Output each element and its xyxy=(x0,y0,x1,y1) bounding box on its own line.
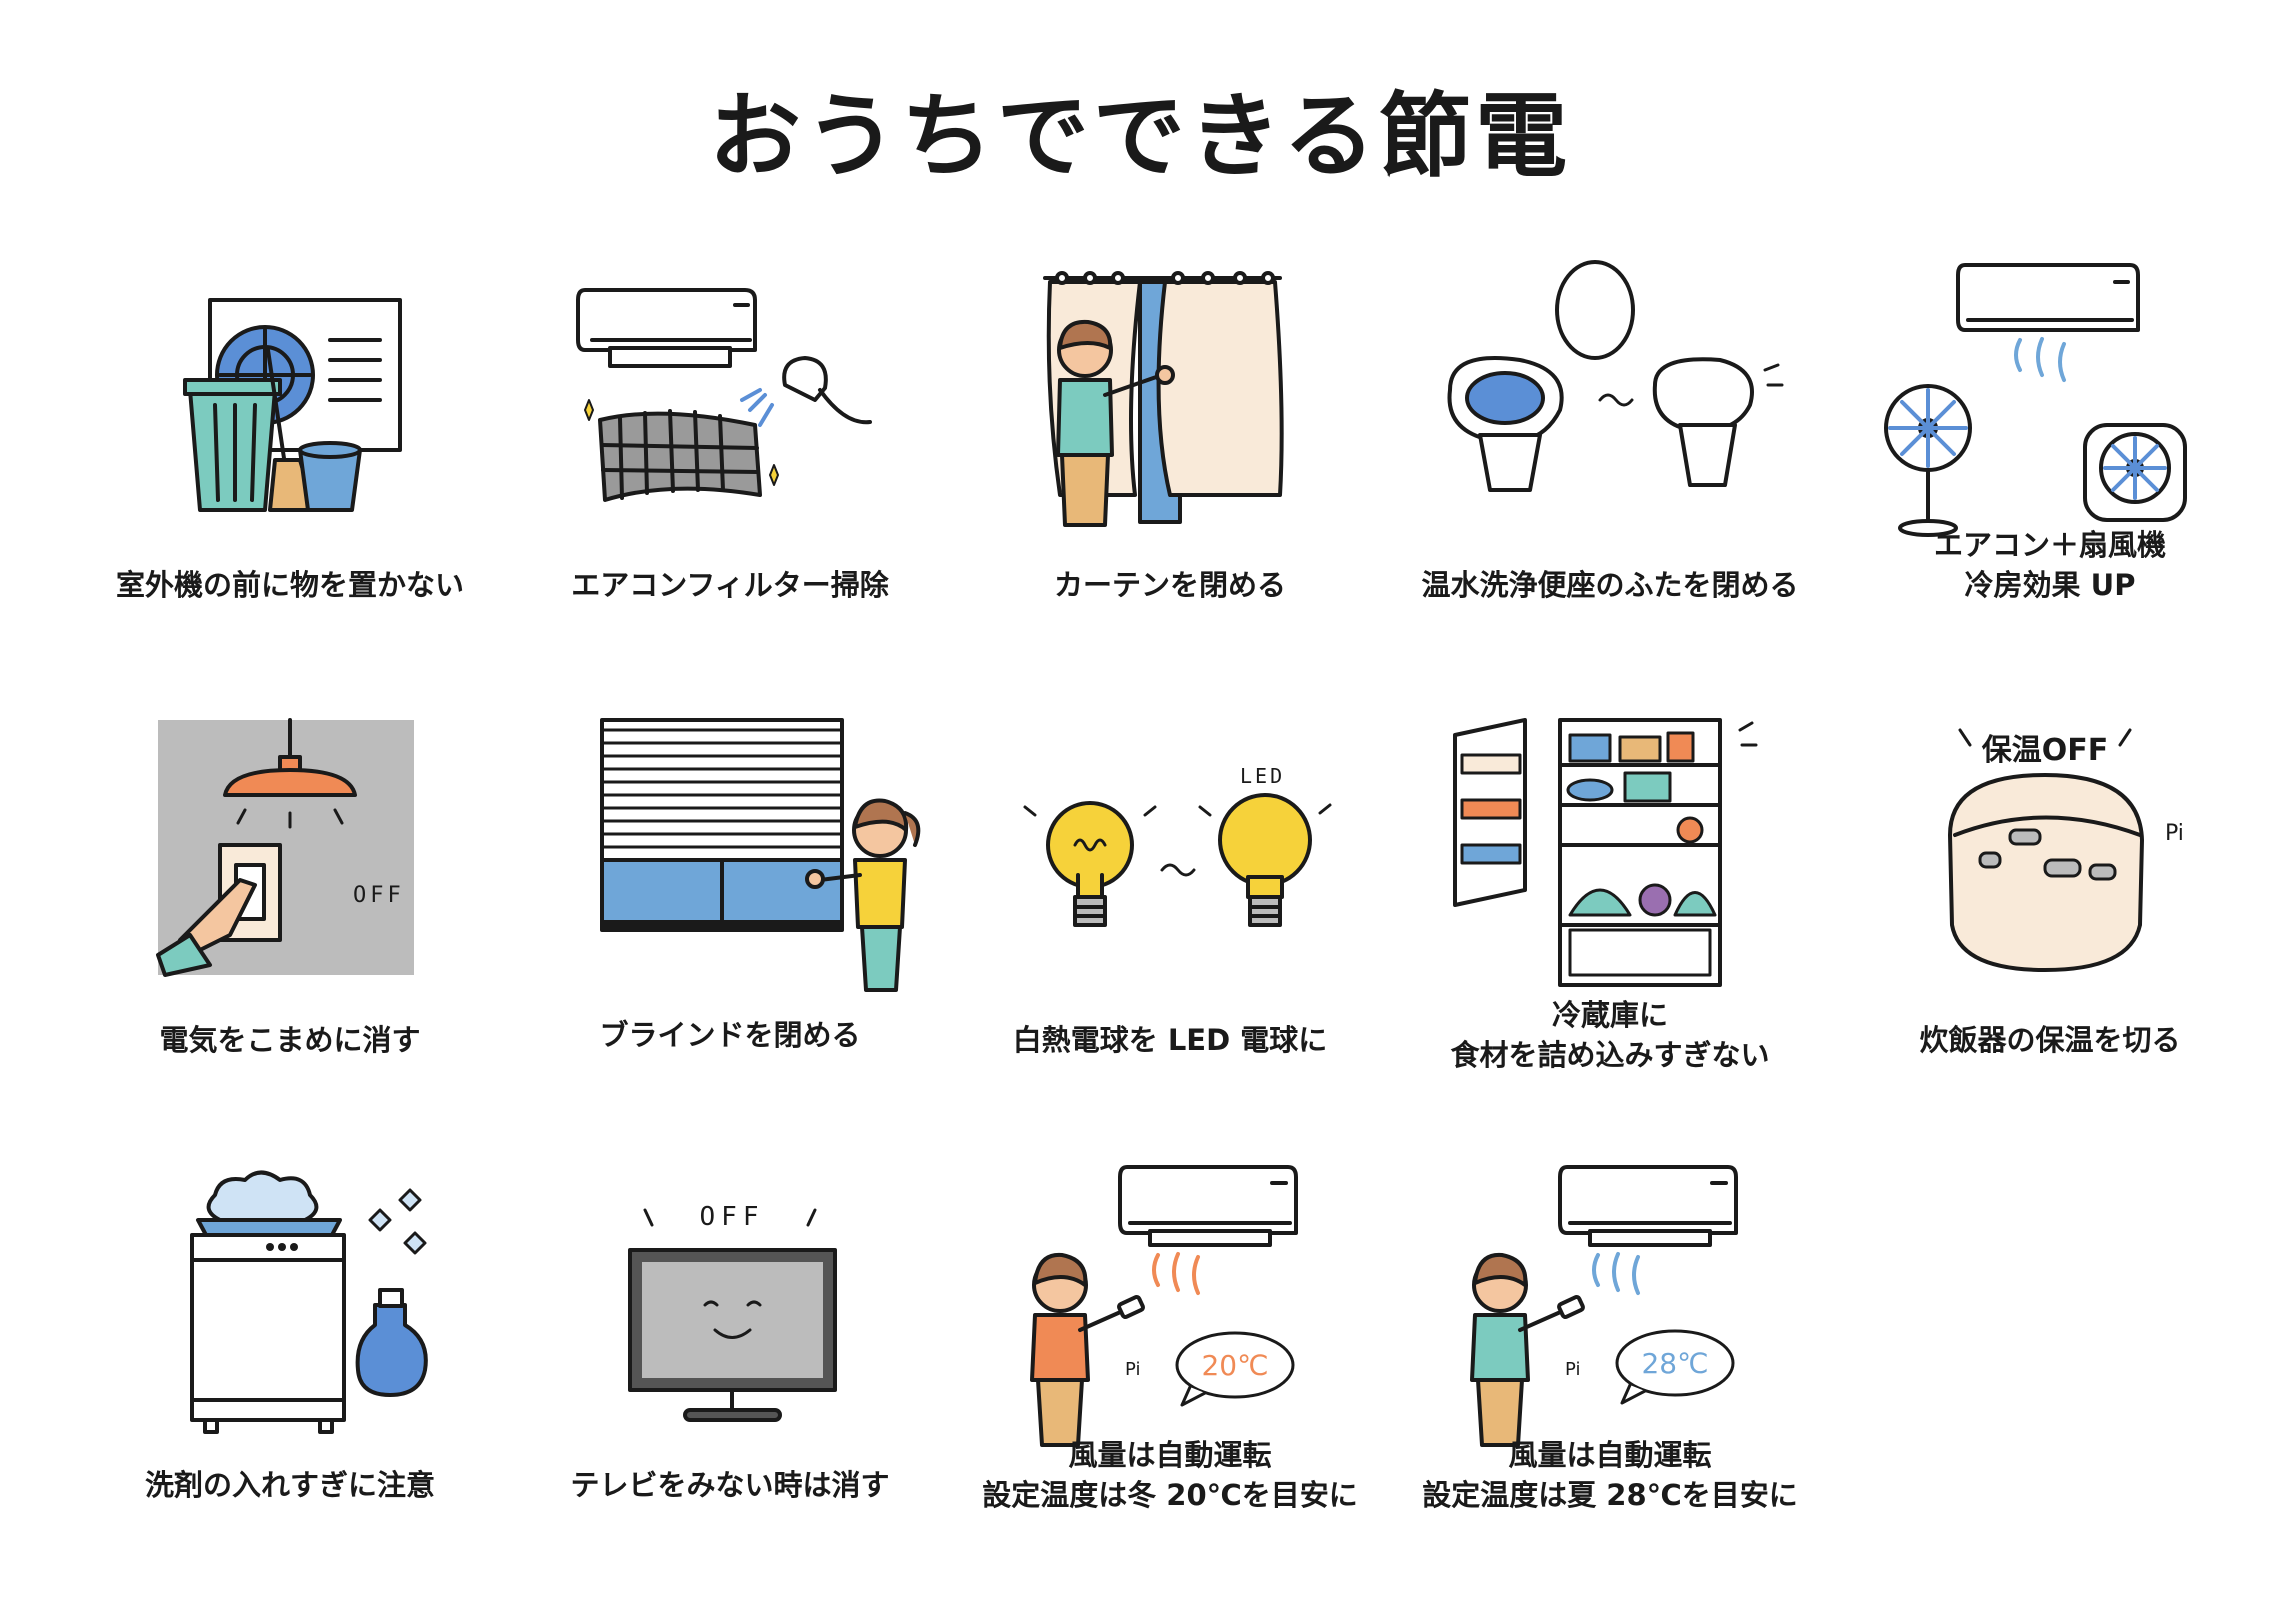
tip-caption: 洗剤の入れすぎに注意 xyxy=(50,1465,530,1505)
tip-caption: エアコン＋扇風機 冷房効果 UP xyxy=(1810,525,2280,605)
off-label: OFF xyxy=(700,1202,765,1232)
caption-line: テレビをみない時は消す xyxy=(570,1468,890,1502)
ac-fan-illustration xyxy=(1884,263,2187,537)
caption-line: 冷蔵庫に xyxy=(1551,998,1668,1032)
summer-ac-illustration: Pi 28℃ xyxy=(1470,1165,1738,1447)
tip-caption: エアコンフィルター掃除 xyxy=(490,565,970,605)
tip-toilet-lid: 温水洗浄便座のふたを閉める xyxy=(1390,210,1830,650)
caption-line: 炊飯器の保温を切る xyxy=(1919,1023,2181,1057)
caption-line: カーテンを閉める xyxy=(1053,568,1286,602)
tip-rice-cooker: 保温OFF Pi 炊飯器の保温を切る xyxy=(1830,665,2270,1105)
tip-caption: カーテンを閉める xyxy=(930,565,1410,605)
tip-outdoor-unit: 室外機の前に物を置かない xyxy=(70,210,510,650)
caption-line: 冷房効果 UP xyxy=(1964,568,2136,602)
tip-ac-fan: エアコン＋扇風機 冷房効果 UP xyxy=(1830,210,2270,650)
tip-caption: 白熱電球を LED 電球に xyxy=(930,1020,1410,1060)
fridge-illustration xyxy=(1453,718,1758,987)
tip-caption: 温水洗浄便座のふたを閉める xyxy=(1370,565,1850,605)
caption-line: 風量は自動運転 xyxy=(1508,1438,1712,1472)
tip-caption: ブラインドを閉める xyxy=(490,1015,970,1055)
ac-filter-illustration xyxy=(576,288,872,502)
tip-caption: 風量は自動運転 設定温度は冬 20℃を目安に xyxy=(930,1435,1410,1515)
caption-line: 設定温度は夏 28℃を目安に xyxy=(1422,1478,1798,1512)
winter-ac-illustration: Pi 20℃ xyxy=(1030,1165,1298,1447)
tip-caption: テレビをみない時は消す xyxy=(490,1465,970,1505)
caption-line: ブラインドを閉める xyxy=(599,1018,861,1052)
toilet-illustration xyxy=(1447,260,1784,492)
tip-caption: 炊飯器の保温を切る xyxy=(1810,1020,2280,1060)
caption-line: 設定温度は冬 20℃を目安に xyxy=(982,1478,1358,1512)
tip-caption: 室外機の前に物を置かない xyxy=(50,565,530,605)
outdoor-unit-illustration xyxy=(183,298,402,512)
beep-label: Pi xyxy=(1565,1359,1580,1380)
tip-summer-temp: Pi 28℃ 風量は自動運転 設定温度は夏 28℃を目安に xyxy=(1390,1125,1830,1565)
led-bulb-illustration: LED xyxy=(1023,764,1332,927)
beep-label: Pi xyxy=(1125,1359,1140,1380)
blinds-illustration xyxy=(600,718,921,992)
off-label: OFF xyxy=(353,883,405,908)
keep-warm-off-label: 保温OFF xyxy=(1982,733,2109,768)
tip-winter-temp: Pi 20℃ 風量は自動運転 設定温度は冬 20℃を目安に xyxy=(950,1125,1390,1565)
tip-fridge: 冷蔵庫に 食材を詰め込みすぎない xyxy=(1390,665,1830,1105)
tip-led: LED 白熱電球を LED 電球に xyxy=(950,665,1390,1105)
tip-tv-off: OFF テレビをみない時は消す xyxy=(510,1125,950,1565)
beep-label: Pi xyxy=(2165,821,2184,846)
rice-cooker-illustration: 保温OFF Pi xyxy=(1948,728,2184,972)
tip-lights-off: OFF 電気をこまめに消す xyxy=(70,665,510,1105)
page-title: おうちでできる節電 xyxy=(708,83,1572,190)
caption-line: エアコン＋扇風機 xyxy=(1933,528,2166,562)
tip-caption: 電気をこまめに消す xyxy=(50,1020,530,1060)
caption-line: エアコンフィルター掃除 xyxy=(571,568,889,602)
caption-line: 電気をこまめに消す xyxy=(159,1023,421,1057)
caption-line: 室外機の前に物を置かない xyxy=(115,568,464,602)
caption-line: 食材を詰め込みすぎない xyxy=(1450,1038,1770,1072)
tip-detergent: 洗剤の入れすぎに注意 xyxy=(70,1125,510,1565)
led-label: LED xyxy=(1240,764,1285,788)
caption-line: 温水洗浄便座のふたを閉める xyxy=(1421,568,1799,602)
temperature-label: 28℃ xyxy=(1641,1347,1708,1380)
tip-ac-filter: エアコンフィルター掃除 xyxy=(510,210,950,650)
curtain-illustration xyxy=(1043,271,1284,527)
tv-illustration: OFF xyxy=(628,1202,837,1422)
washing-machine-illustration xyxy=(190,1170,428,1434)
tip-caption: 風量は自動運転 設定温度は夏 28℃を目安に xyxy=(1370,1435,1850,1515)
temperature-label: 20℃ xyxy=(1201,1349,1268,1382)
caption-line: 洗剤の入れすぎに注意 xyxy=(144,1468,435,1502)
tip-caption: 冷蔵庫に 食材を詰め込みすぎない xyxy=(1370,995,1850,1075)
tip-blinds: ブラインドを閉める xyxy=(510,665,950,1105)
tip-curtain: カーテンを閉める xyxy=(950,210,1390,650)
light-switch-illustration: OFF xyxy=(156,718,414,977)
caption-line: 風量は自動運転 xyxy=(1068,1438,1272,1472)
caption-line: 白熱電球を LED 電球に xyxy=(1012,1023,1328,1057)
